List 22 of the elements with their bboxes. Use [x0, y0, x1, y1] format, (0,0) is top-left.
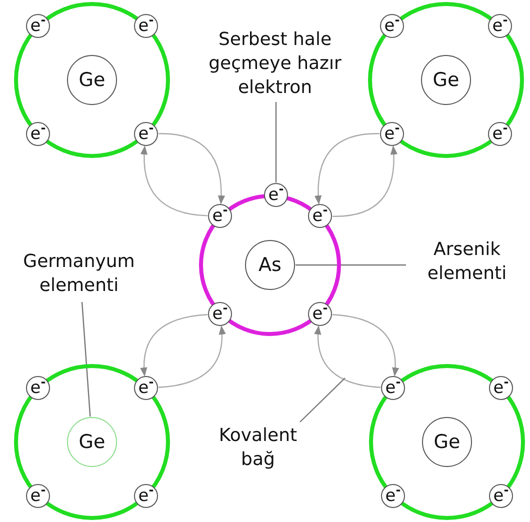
nucleus-circle: Ge — [67, 55, 117, 105]
bond-arrow — [332, 146, 398, 217]
nucleus-circle: Ge — [421, 55, 471, 105]
callout-text: Germanyum elementi — [4, 250, 154, 298]
leader-line — [296, 264, 406, 266]
nucleus-circle: As — [245, 240, 295, 290]
bond-arrow — [158, 326, 226, 388]
bond-arrow — [314, 133, 380, 204]
bond-arrow — [332, 314, 399, 376]
leader-line — [81, 302, 91, 417]
nucleus-circle: Ge — [67, 417, 117, 467]
callout-text: Arsenik elementi — [404, 238, 530, 286]
callout-text: Kovalent bağ — [206, 424, 310, 472]
bond-arrow — [140, 146, 208, 216]
bond-arrow — [140, 314, 208, 376]
leader-line — [275, 102, 277, 182]
bond-arrow — [158, 133, 225, 204]
electron-circle: e$^{-}$ — [264, 183, 288, 207]
bond-arrow — [314, 326, 381, 388]
nucleus-circle: Ge — [422, 417, 472, 467]
leader-line — [300, 378, 346, 422]
callout-text: Serbest hale geçmeye hazır elektron — [188, 28, 362, 100]
